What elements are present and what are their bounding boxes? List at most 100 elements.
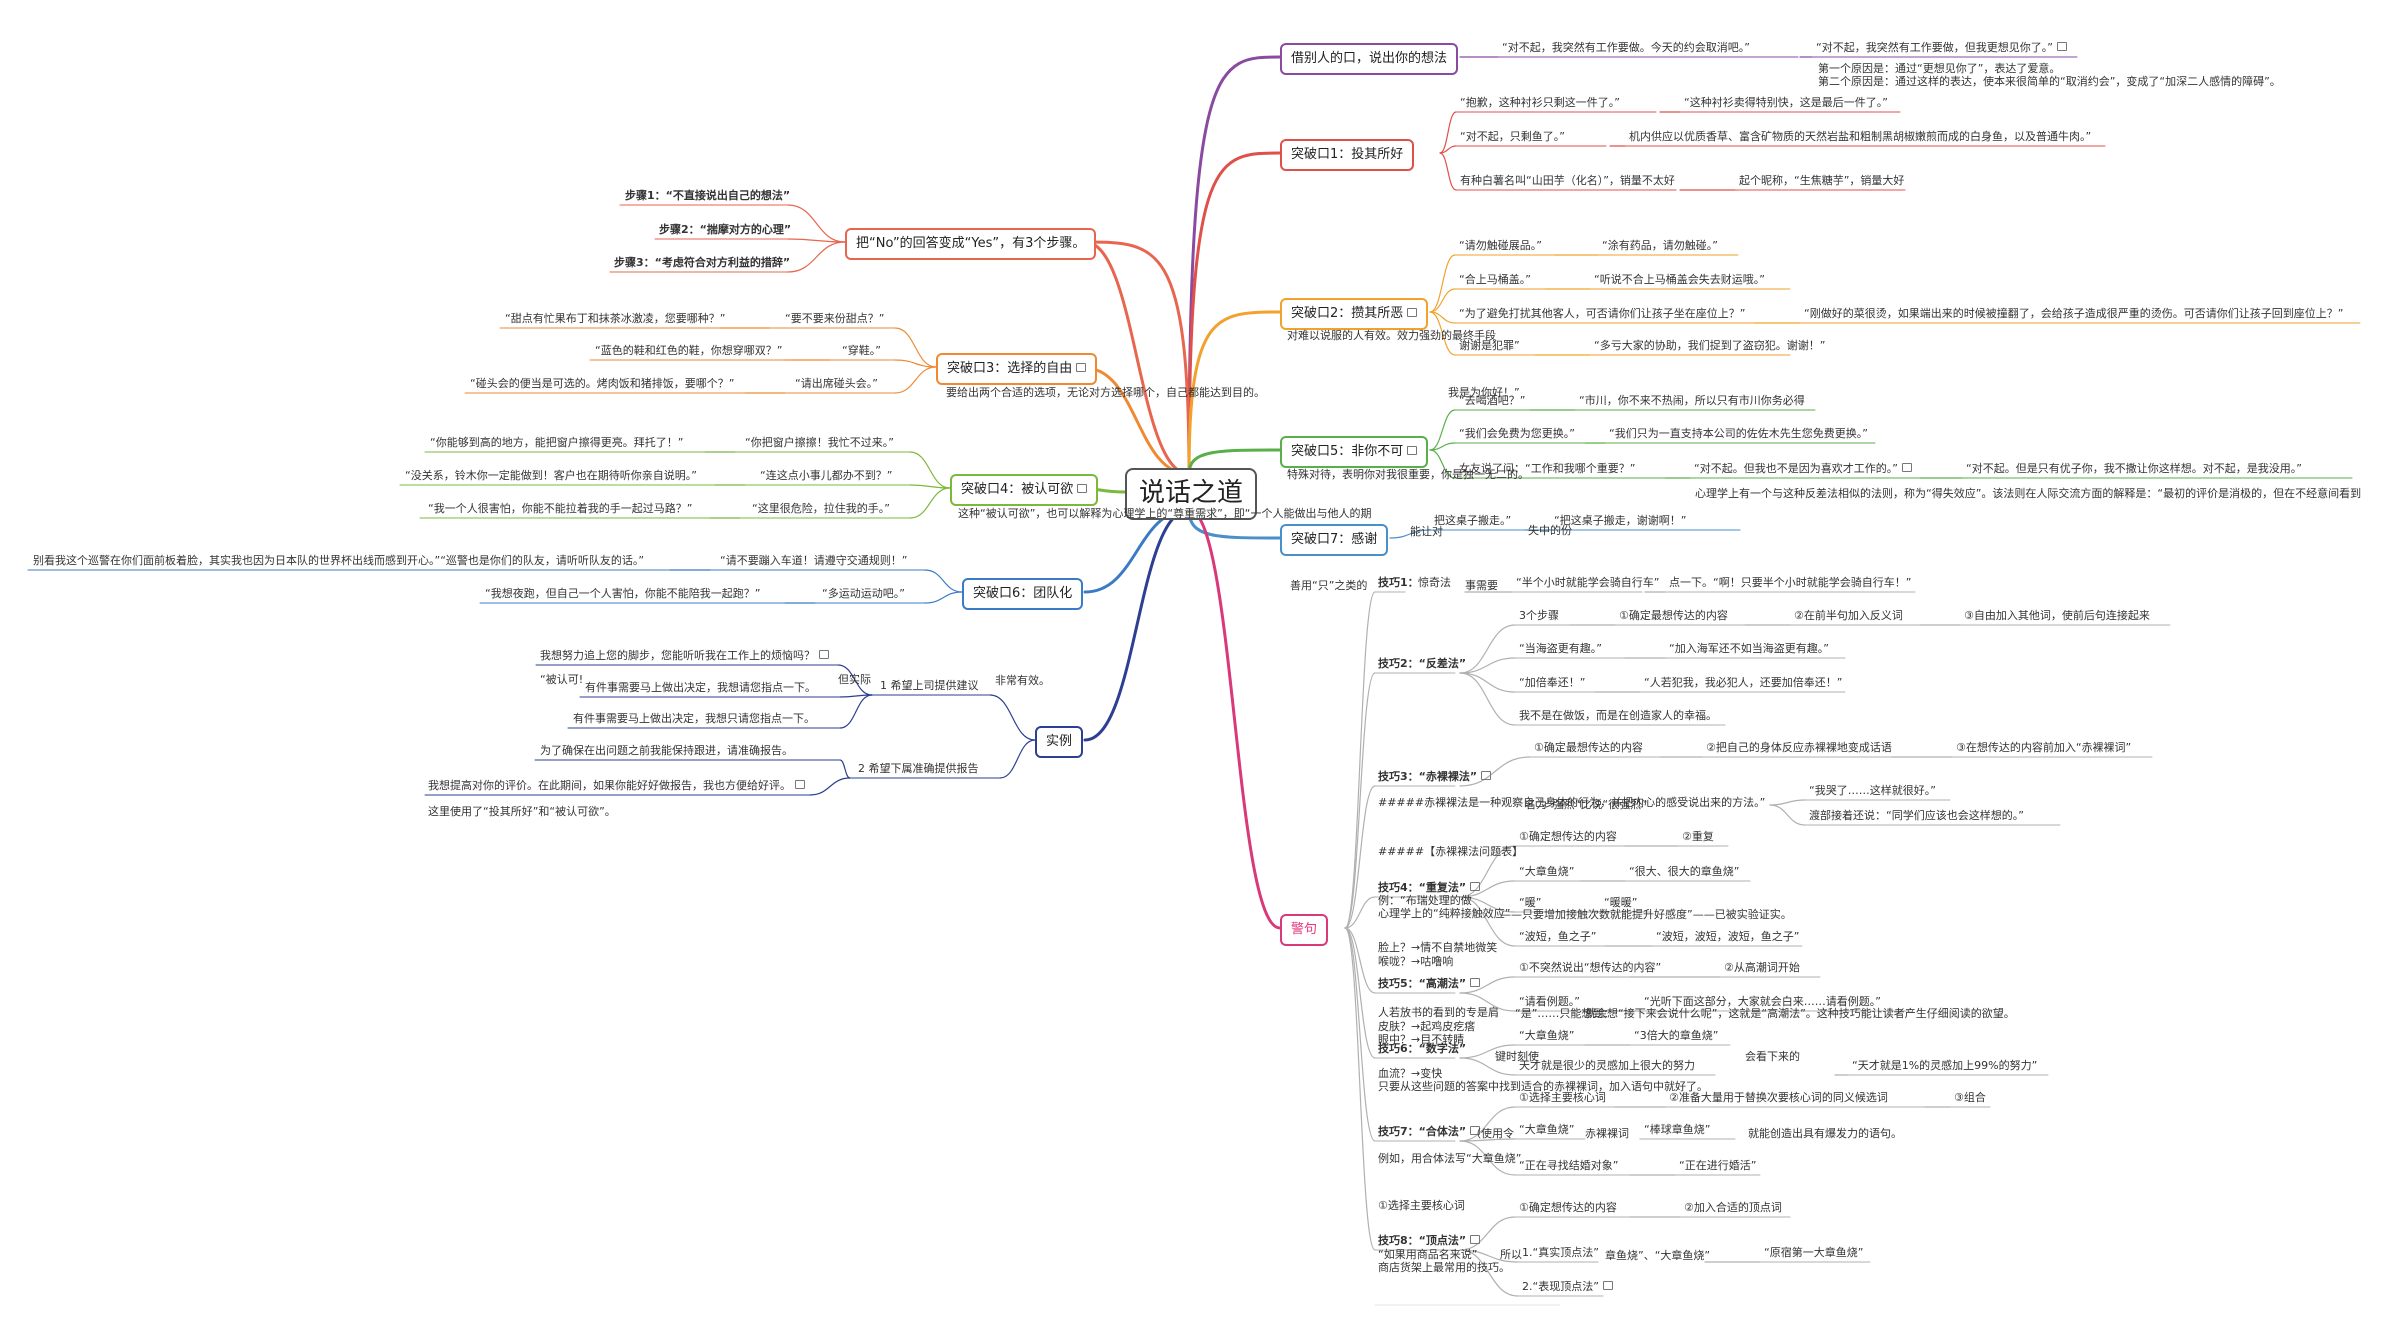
tip5: 技巧5：“高潮法”	[1378, 977, 1481, 991]
n2-d1-connector	[1429, 311, 1456, 356]
n4-c1: “我一个人很害怕，你能不能拉着我的手一起过马路？”	[428, 502, 693, 515]
note-icon[interactable]	[1481, 771, 1492, 780]
ex-c1a: 我想努力追上您的脚步，您能听听我在工作上的烦恼吗？	[540, 649, 829, 663]
branch-n5[interactable]: 突破口5：非你不可	[1280, 436, 1429, 468]
tip3: 技巧3：“赤裸裸法”	[1378, 770, 1492, 784]
tip8-b-connector	[1459, 1249, 1519, 1297]
tip2-connector	[1344, 672, 1376, 929]
ex-c2a-connector	[839, 759, 851, 779]
note-icon[interactable]	[1602, 1281, 1613, 1290]
tip7-s2: ②准备大量用于替换次要核心词的同义候选词	[1669, 1091, 1888, 1104]
note-icon[interactable]	[1470, 978, 1481, 987]
note-icon[interactable]	[1407, 308, 1418, 317]
tip6-a1: “大章鱼烧”	[1519, 1029, 1575, 1042]
branch-n2-label: 突破口2：攒其所恶	[1291, 306, 1404, 321]
tip2-steps: 3个步骤	[1519, 609, 1559, 622]
tip6-q2: 只要从这些问题的答案中找到适合的赤裸裸词，加入语句中就好了。	[1378, 1080, 1708, 1093]
branch-borrow[interactable]: 借别人的口，说出你的想法	[1280, 43, 1459, 75]
n1-b1-connector	[1439, 145, 1457, 154]
note-icon[interactable]	[2056, 42, 2067, 51]
tip8-s1-connector	[1459, 1216, 1516, 1251]
n3-a1: “甜点有忙果布丁和抹茶冰激凌，您要哪种？”	[505, 312, 726, 325]
tip2-steps-connector	[1459, 624, 1516, 674]
tip3-note2: 名为“强烈”比说“很强烈”	[1525, 798, 1647, 811]
ex-c2: 2 希望下属准确提供报告	[858, 762, 979, 775]
branch-n6[interactable]: 突破口6：团队化	[962, 578, 1084, 610]
tip7-b1: “正在寻找结婚对象”	[1519, 1159, 1619, 1172]
tip2-b1: “加倍奉还！”	[1519, 676, 1586, 689]
branch-connector-n6	[1083, 508, 1191, 594]
tip6: 技巧6：“数字法”	[1378, 1042, 1467, 1055]
n4-a1: “你能够到高的地方，能把窗户擦得更亮。拜托了！”	[430, 436, 684, 449]
tip4-connector	[1344, 896, 1376, 929]
tip3-s2: ②把自己的身体反应赤裸裸地变成话语	[1706, 741, 1892, 754]
note-icon[interactable]	[1077, 484, 1088, 493]
tip6-a2: “3倍大的章鱼烧”	[1634, 1029, 1719, 1042]
ex-c1-note: “被认可!	[540, 673, 584, 686]
n1-b1: “对不起，只剩鱼了。”	[1460, 130, 1565, 143]
n4-b2: “连这点小事儿都办不到？”	[760, 469, 893, 482]
borrow-l1: “对不起，我突然有工作要做。今天的约会取消吧。”	[1502, 41, 1750, 54]
branch-n3[interactable]: 突破口3：选择的自由	[936, 353, 1098, 385]
branch-borrow-label: 借别人的口，说出你的想法	[1291, 51, 1448, 66]
branch-n2[interactable]: 突破口2：攒其所恶	[1280, 298, 1429, 330]
n7-note: 能让对	[1410, 525, 1443, 538]
n3-b-connector	[894, 359, 937, 368]
tip3-s1-connector	[1459, 756, 1531, 787]
n3-c-connector	[894, 366, 937, 394]
ex-c1: 1 希望上司提供建议	[880, 679, 979, 692]
note-icon[interactable]	[795, 780, 805, 789]
note-icon[interactable]	[1901, 463, 1912, 472]
ex-c2b: 我想提高对你的评价。在此期间，如果你能好好做报告，我也方便给好评。	[428, 779, 805, 793]
branch-jj[interactable]: 警句	[1280, 914, 1329, 946]
tip6-b1-connector	[1459, 1057, 1516, 1076]
tip6-q1: 血流？→变快	[1378, 1067, 1443, 1080]
note-icon[interactable]	[1470, 882, 1481, 891]
branch-n4[interactable]: 突破口4：被认可欲	[950, 474, 1099, 506]
tip1-note2: 事需要	[1465, 579, 1498, 592]
tip2-s1: ①确定最想传达的内容	[1619, 609, 1728, 622]
note-icon[interactable]	[1407, 446, 1418, 455]
n3-b1: “蓝色的鞋和红色的鞋，你想穿哪双？”	[595, 344, 783, 357]
branch-connector-n1	[1187, 151, 1282, 476]
tip6-connector	[1344, 927, 1376, 1059]
yes-s1: 步骤1：“不直接说出自己的想法”	[625, 189, 791, 202]
n5-c1: 女友说了问：“工作和我哪个重要？”	[1459, 462, 1636, 475]
n2-a1-connector	[1429, 254, 1456, 313]
branch-n1-label: 突破口1：投其所好	[1291, 147, 1404, 162]
branch-n1[interactable]: 突破口1：投其所好	[1280, 139, 1415, 171]
tip3-a: “我哭了……这样就很好。”	[1809, 784, 1936, 797]
n2-a1: “请勿触碰展品。”	[1459, 239, 1542, 252]
note-icon[interactable]	[1076, 363, 1087, 372]
tip8: 技巧8：“顶点法”	[1378, 1234, 1481, 1248]
branch-yes[interactable]: 把“No”的回答变成“Yes”，有3个步骤。	[845, 228, 1097, 260]
ex-c1-note2: 但实际	[838, 673, 871, 686]
ex-c2b-connector	[809, 777, 851, 796]
n5-note: 特殊对待，表明你对我很重要，你是独一无二的。	[1287, 468, 1529, 481]
ex-c2-note: 这里使用了“投其所好”和“被认可欲”。	[428, 805, 616, 818]
n6-b-connector	[924, 591, 963, 604]
n4-c2: “这里很危险，拉住我的手。”	[752, 502, 890, 515]
tip1-a: “半个小时就能学会骑自行车”	[1516, 576, 1660, 589]
borrow-l2: “对不起，我突然有工作要做，但我更想见你了。”	[1816, 41, 2067, 55]
n5-c2: “对不起。但我也不是因为喜欢才工作的。”	[1694, 462, 1912, 476]
n2-a2: “涂有药品，请勿触碰。”	[1602, 239, 1718, 252]
tip1-note: 善用“只”之类的	[1290, 579, 1368, 592]
note-icon[interactable]	[1470, 1235, 1481, 1244]
tip4-c1: “波短，鱼之子”	[1519, 930, 1597, 943]
tip7-a3: “棒球章鱼烧”	[1644, 1123, 1711, 1136]
note-icon[interactable]	[819, 650, 829, 659]
n5-a2: “市川，你不来不热闹，所以只有市川你务必得	[1579, 394, 1805, 407]
branch-connector-yes	[1083, 240, 1191, 476]
branch-ex[interactable]: 实例	[1035, 726, 1084, 758]
tip7-s3: ③组合	[1954, 1091, 1986, 1104]
tip4-b1-connector	[1459, 896, 1516, 913]
tip7: 技巧7：“合体法”	[1378, 1125, 1481, 1139]
note-icon[interactable]	[1470, 1126, 1481, 1135]
n1-b2: 机内供应以优质香草、富含矿物质的天然岩盐和粗制黑胡椒嫩煎而成的白身鱼，以及普通牛…	[1629, 130, 2092, 143]
root-topic[interactable]: 说话之道	[1125, 468, 1257, 520]
branch-n7[interactable]: 突破口7：感谢	[1280, 524, 1389, 556]
yes-s2: 步骤2：“揣摩对方的心理”	[659, 223, 792, 236]
tip8-a3: “原宿第一大章鱼烧”	[1764, 1246, 1864, 1259]
n2-b2: “听说不合上马桶盖会失去财运哦。”	[1594, 273, 1765, 286]
